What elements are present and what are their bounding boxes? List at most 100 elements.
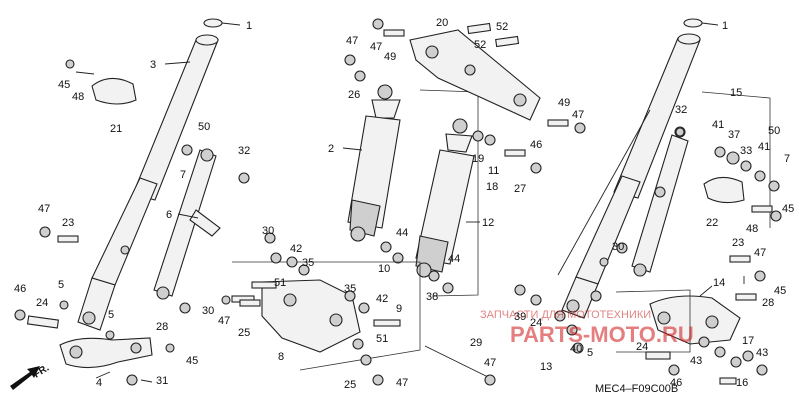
- part-number-label: 47: [370, 41, 382, 53]
- part-number-label: 5: [587, 347, 593, 359]
- part-number-label: 16: [736, 377, 748, 389]
- part-number-label: 5: [108, 309, 114, 321]
- part-number-label: 3: [150, 59, 156, 71]
- part-number-label: 47: [38, 203, 50, 215]
- part-number-label: 12: [482, 217, 494, 229]
- part-number-label: 10: [378, 263, 390, 275]
- part-number-label: 7: [180, 169, 186, 181]
- left-fork-bottom-case: [77, 277, 116, 331]
- part-number-label: 51: [376, 333, 388, 345]
- part-number-label: 45: [774, 285, 786, 297]
- right-lower-link: [649, 295, 741, 345]
- part-number-label: 44: [396, 227, 408, 239]
- left-long-bolt: [26, 315, 60, 329]
- part-number-label: 35: [302, 257, 314, 269]
- right-fork-assembly: [561, 18, 703, 319]
- watermark: ЗАПЧАСТИ ДЛЯ МОТОТЕХНИКИ PARTS-MOTO.RU: [480, 309, 694, 347]
- part-number-label: 9: [396, 303, 402, 315]
- part-number-label: 45: [782, 203, 794, 215]
- part-number-label: 37: [728, 129, 740, 141]
- part-number-label: 4: [96, 377, 102, 389]
- part-number-label: 25: [344, 379, 356, 391]
- part-number-label: 47: [572, 109, 584, 121]
- oil-seal-ring-right: [683, 18, 703, 28]
- part-number-label: 52: [496, 21, 508, 33]
- part-number-label: 47: [218, 315, 230, 327]
- part-number-label: 51: [274, 277, 286, 289]
- right-fork-slider: [575, 175, 641, 285]
- part-number-label: 43: [756, 347, 768, 359]
- part-number-label: 45: [186, 355, 198, 367]
- diagram-code: MEC4–F09C00B: [595, 383, 678, 395]
- part-number-label: 28: [762, 297, 774, 309]
- part-number-label: 24: [636, 341, 648, 353]
- part-number-label: 47: [484, 357, 496, 369]
- part-number-label: 11: [488, 165, 499, 177]
- part-number-label: 47: [754, 247, 766, 259]
- part-number-label: 18: [486, 181, 498, 193]
- part-number-label: 32: [675, 104, 687, 116]
- part-number-label: 24: [36, 297, 48, 309]
- left-fork-clamp-bracket: [91, 77, 137, 105]
- part-number-label: 50: [768, 125, 780, 137]
- part-number-label: 46: [530, 139, 542, 151]
- left-fork-slider: [91, 177, 158, 286]
- part-number-label: 32: [238, 145, 250, 157]
- part-number-label: 25: [238, 327, 250, 339]
- part-number-label: 2: [328, 143, 334, 155]
- left-shock-absorber: [347, 84, 401, 242]
- part-number-label: 30: [202, 305, 214, 317]
- part-number-label: 28: [156, 321, 168, 333]
- part-number-label: 46: [14, 283, 26, 295]
- front-direction-label: FR.: [32, 363, 52, 381]
- part-number-label: 1: [722, 20, 728, 32]
- part-number-label: 44: [448, 253, 460, 265]
- part-number-label: 38: [426, 291, 438, 303]
- part-number-label: 49: [384, 51, 396, 63]
- part-number-label: 47: [396, 377, 408, 389]
- part-number-label: 26: [348, 89, 360, 101]
- part-number-label: 30: [612, 241, 624, 253]
- part-number-label: 30: [262, 225, 274, 237]
- part-number-label: 17: [742, 335, 754, 347]
- part-number-label: 23: [732, 237, 744, 249]
- part-number-label: 45: [58, 79, 70, 91]
- part-number-label: 48: [746, 223, 758, 235]
- part-number-label: 24: [530, 317, 542, 329]
- right-fork-inner-tube: [613, 37, 701, 199]
- part-number-label: 23: [62, 217, 74, 229]
- part-number-label: 43: [690, 355, 702, 367]
- watermark-line-2: PARTS-MOTO.RU: [510, 322, 694, 347]
- part-number-label: 41: [758, 141, 770, 153]
- part-number-label: 6: [166, 209, 172, 221]
- part-number-label: 5: [58, 279, 64, 291]
- part-number-label: 41: [712, 119, 724, 131]
- front-direction-arrow-icon: [10, 366, 40, 390]
- part-number-label: 52: [474, 39, 486, 51]
- part-number-label: 39: [514, 311, 526, 323]
- part-number-label: 31: [156, 375, 168, 387]
- part-number-label: 27: [514, 183, 526, 195]
- part-number-label: 8: [278, 351, 284, 363]
- part-number-label: 22: [706, 217, 718, 229]
- part-number-label: 35: [344, 283, 356, 295]
- part-number-label: 33: [740, 145, 752, 157]
- watermark-line-1: ЗАПЧАСТИ ДЛЯ МОТОТЕХНИКИ: [480, 309, 651, 321]
- right-link-arm: [631, 134, 689, 273]
- part-number-label: 47: [346, 35, 358, 47]
- part-number-label: 7: [784, 153, 790, 165]
- right-shock-absorber: [415, 118, 475, 278]
- part-number-label: 29: [470, 337, 482, 349]
- part-number-label: 50: [198, 121, 210, 133]
- right-fork-clamp-bracket: [703, 176, 745, 204]
- part-number-label: 42: [376, 293, 388, 305]
- part-number-label: 1: [246, 20, 252, 32]
- part-number-label: 46: [670, 377, 682, 389]
- top-bridge-bracket: [409, 29, 541, 121]
- part-number-label: 13: [540, 361, 552, 373]
- left-lower-bracket: [59, 337, 153, 369]
- part-number-label: 40: [570, 343, 582, 355]
